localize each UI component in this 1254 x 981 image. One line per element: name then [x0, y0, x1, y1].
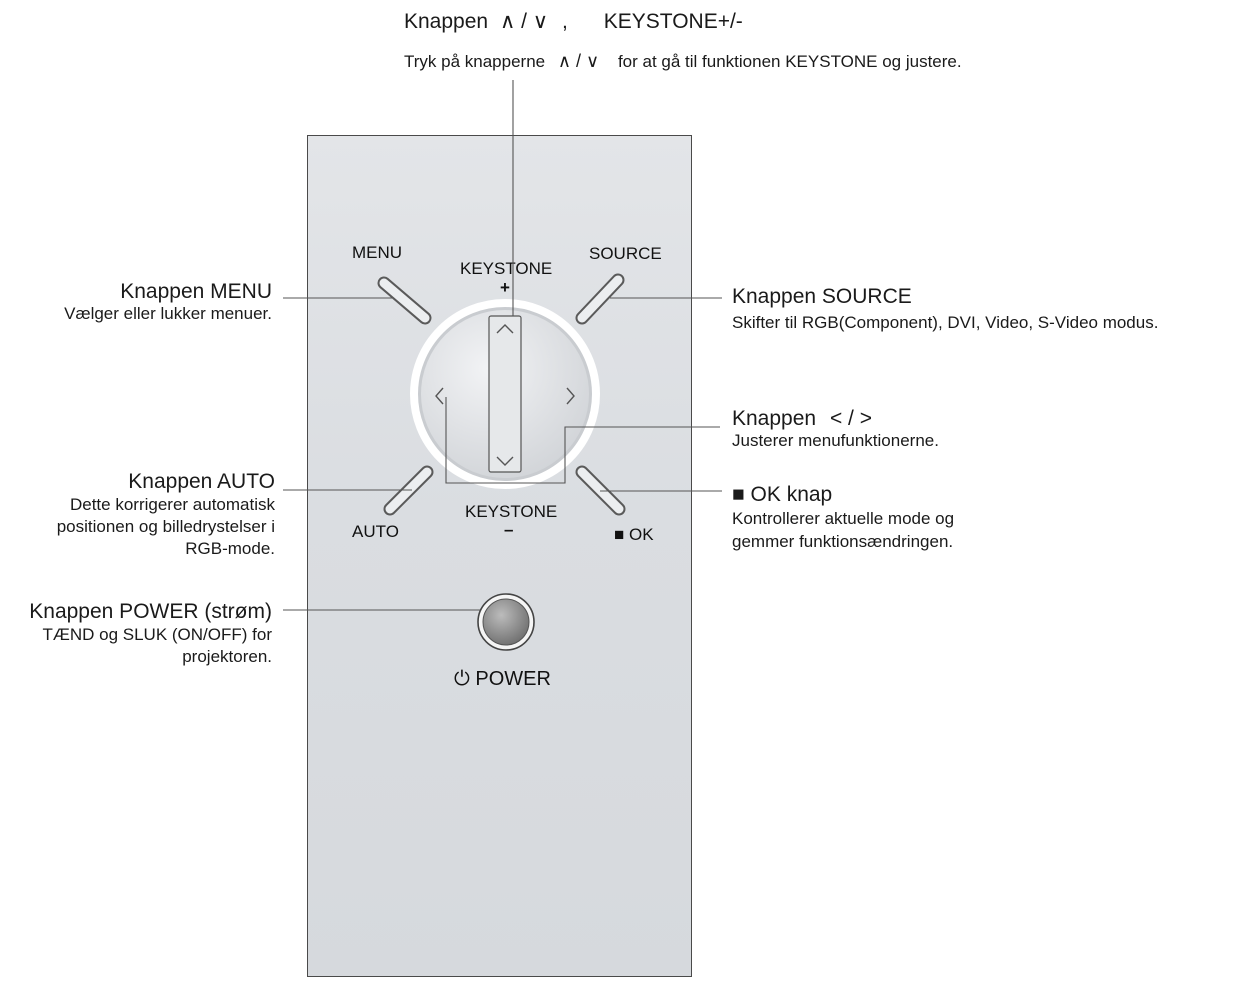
auto-callout-desc-2: positionen og billedrystelser i	[56, 517, 275, 536]
menu-button[interactable]	[377, 276, 432, 325]
power-label: ⏻ POWER	[454, 668, 551, 691]
source-label: SOURCE	[589, 244, 662, 263]
left-right-callout-desc: Justerer menufunktionerne.	[732, 431, 939, 450]
ok-callout-desc-2: gemmer funktionsændringen.	[732, 532, 954, 551]
left-right-callout: Knappen < / > Justerer menufunktionerne.	[732, 407, 939, 451]
auto-callout-desc-3: RGB-mode.	[185, 539, 275, 558]
left-right-callout-title: Knappen	[732, 407, 817, 430]
source-button[interactable]	[575, 273, 625, 325]
power-label-text: POWER	[475, 668, 551, 690]
menu-callout: Knappen MENU Vælger eller lukker menuer.	[64, 280, 272, 324]
auto-callout: Knappen AUTO Dette korrigerer automatisk…	[57, 470, 275, 560]
keystone-minus-label: –	[504, 520, 514, 539]
left-right-arrows-icon: < / >	[829, 407, 872, 430]
ok-callout: ■ OK knap Kontrollerer aktuelle mode og …	[732, 483, 954, 553]
leader-lines	[283, 80, 722, 611]
right-arrow-icon[interactable]	[566, 387, 575, 405]
keystone-top-label: KEYSTONE	[460, 259, 553, 278]
top-desc-prefix: Tryk på knapperne	[404, 52, 546, 71]
auto-callout-desc-1: Dette korrigerer automatisk	[69, 495, 275, 514]
menu-callout-desc: Vælger eller lukker menuer.	[64, 304, 272, 323]
top-description: Tryk på knapperne ∧ / ∨ for at gå til fu…	[404, 51, 962, 72]
ok-callout-title: ■ OK knap	[732, 483, 833, 506]
power-callout-desc-2: projektoren.	[182, 647, 272, 666]
top-desc-suffix: for at gå til funktionen KEYSTONE og jus…	[617, 52, 962, 71]
auto-callout-title: Knappen AUTO	[128, 470, 275, 493]
top-title: Knappen ∧ / ∨ , KEYSTONE+/-	[404, 9, 743, 34]
top-title-prefix: Knappen	[404, 10, 489, 33]
power-callout-title: Knappen POWER (strøm)	[29, 600, 272, 623]
down-arrow-icon[interactable]	[496, 456, 514, 466]
keystone-rocker[interactable]	[488, 315, 522, 473]
top-title-keystone: KEYSTONE+/-	[603, 10, 743, 33]
control-panel: MENU SOURCE KEYSTONE + KEYSTONE – AUTO ■…	[307, 135, 692, 977]
up-down-arrows-icon: ∧ / ∨	[557, 51, 600, 71]
ok-label: ■ OK	[614, 525, 654, 544]
power-button[interactable]	[477, 593, 535, 651]
up-arrow-icon[interactable]	[496, 324, 514, 334]
source-callout-desc: Skifter til RGB(Component), DVI, Video, …	[732, 313, 1159, 332]
up-down-arrows-icon: ∧ / ∨	[499, 10, 549, 33]
menu-callout-title: Knappen MENU	[120, 280, 272, 303]
keystone-plus-label: +	[500, 278, 510, 297]
top-title-separator: ,	[562, 10, 568, 33]
keystone-bottom-label: KEYSTONE	[465, 502, 558, 521]
auto-label: AUTO	[352, 522, 399, 541]
source-callout: Knappen SOURCE Skifter til RGB(Component…	[732, 285, 1158, 333]
ok-callout-desc-1: Kontrollerer aktuelle mode og	[732, 509, 955, 528]
left-arrow-icon[interactable]	[435, 387, 444, 405]
menu-label: MENU	[352, 243, 403, 262]
power-callout-desc-1: TÆND og SLUK (ON/OFF) for	[42, 625, 272, 644]
power-icon: ⏻	[454, 668, 470, 690]
source-callout-title: Knappen SOURCE	[732, 285, 912, 308]
power-callout: Knappen POWER (strøm) TÆND og SLUK (ON/O…	[29, 600, 272, 668]
